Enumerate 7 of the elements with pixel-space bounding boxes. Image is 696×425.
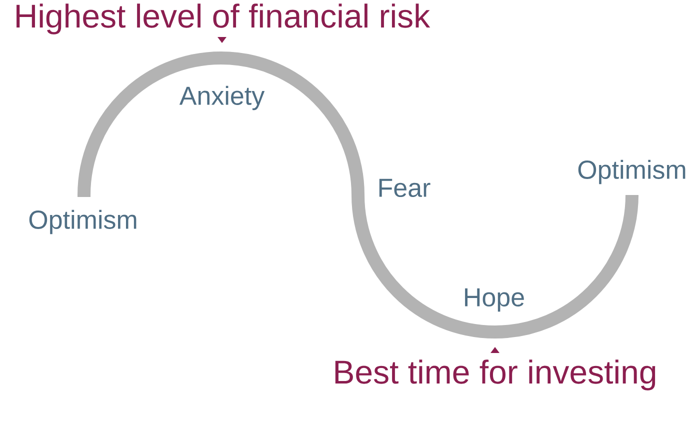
stage-label: Anxiety <box>179 86 265 110</box>
stage-label: Fear <box>379 178 430 198</box>
annotation-text: Best time for investing <box>335 360 656 390</box>
stage-label: Hope <box>465 288 524 312</box>
stage-label: Optimism <box>578 160 686 184</box>
annotation-text: Highest level of financial risk <box>16 4 430 34</box>
stage-label: Optimism <box>29 210 136 234</box>
